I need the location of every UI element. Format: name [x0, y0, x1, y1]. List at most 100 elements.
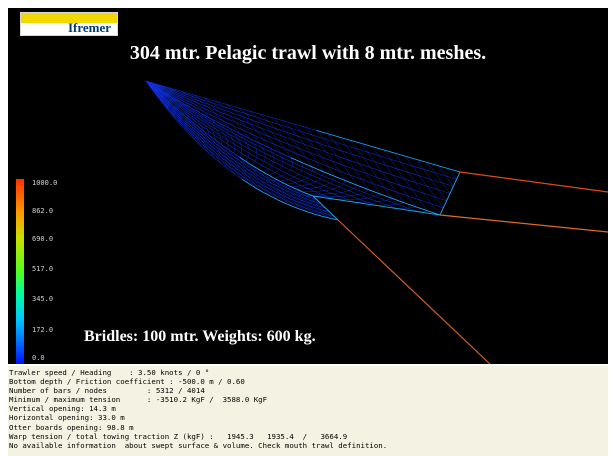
mesh-bar	[385, 164, 398, 170]
mesh-bar	[320, 193, 328, 198]
mesh-bar	[282, 161, 293, 167]
mesh-bar	[291, 186, 300, 194]
mesh-bar	[214, 135, 222, 141]
mesh-bar	[249, 152, 257, 158]
mesh-bar	[438, 189, 447, 201]
mesh-bar	[256, 152, 266, 158]
mesh-bar	[370, 167, 382, 172]
mesh-bar	[180, 109, 188, 116]
warp-cable-lower	[337, 219, 491, 364]
mesh-bar	[184, 108, 193, 115]
mesh-bar	[367, 197, 379, 202]
mesh-bar	[262, 191, 271, 197]
mesh-bar	[220, 108, 229, 116]
mesh-bar	[302, 166, 313, 172]
mesh-bar	[431, 203, 444, 209]
mesh-bar	[423, 168, 435, 173]
mesh-bar	[239, 160, 247, 166]
mesh-bar	[309, 183, 318, 188]
mesh-bar	[254, 180, 263, 189]
mesh-bar	[296, 194, 306, 203]
mesh-bar	[303, 143, 311, 154]
mesh-bar	[281, 165, 291, 171]
mesh-bar	[438, 165, 450, 170]
mesh-bar	[441, 182, 454, 187]
mesh-bar	[259, 143, 271, 149]
mesh-bar	[225, 117, 233, 126]
mesh-bar	[247, 172, 254, 177]
mesh-bar	[253, 120, 261, 129]
mesh-bar	[312, 170, 323, 176]
mesh-bar	[273, 161, 283, 167]
mesh-bar	[256, 117, 269, 122]
mesh-bar	[327, 133, 335, 143]
mesh-bar	[434, 172, 443, 184]
mesh-bar	[246, 168, 254, 173]
info-line: Number of bars / nodes : 5312 / 4014	[9, 386, 205, 396]
mesh-bar	[381, 171, 389, 182]
mesh-bar	[347, 159, 360, 164]
rig-caption: Bridles: 100 mtr. Weights: 600 kg.	[84, 328, 316, 345]
mesh-bar	[249, 138, 260, 144]
mesh-bar	[239, 133, 250, 139]
mesh-bar	[195, 132, 203, 142]
mesh-bar	[163, 103, 171, 113]
mesh-bar	[247, 175, 255, 181]
mesh-bar	[253, 134, 264, 140]
mesh-bar	[305, 195, 316, 203]
mesh-bar	[318, 205, 330, 213]
mesh-bar	[219, 134, 222, 140]
mesh-bar	[225, 128, 230, 135]
mesh-bar	[237, 107, 247, 114]
mesh-bar	[190, 124, 197, 134]
mesh-bar	[203, 97, 213, 104]
mesh-bar	[332, 160, 344, 166]
mesh-bar	[341, 150, 349, 160]
tension-scale-label: 345.0	[32, 295, 54, 303]
mesh-bar	[178, 110, 185, 118]
mesh-bar	[221, 157, 229, 163]
mesh-bar	[374, 161, 382, 172]
trawl-3d-viewport[interactable]: Ifremer 304 mtr. Pelagic trawl with 8 mt…	[8, 8, 608, 364]
mesh-bar	[203, 130, 210, 136]
mesh-bar	[201, 99, 211, 106]
mesh-bar	[234, 160, 241, 169]
mesh-bar	[329, 182, 340, 188]
mesh-bar	[434, 172, 446, 177]
mesh-bar	[411, 188, 424, 194]
mesh-bar	[168, 97, 176, 105]
mesh-bar	[163, 91, 172, 98]
mesh-bar	[407, 206, 416, 209]
mesh-bar	[245, 160, 252, 166]
mesh-bar	[372, 146, 380, 156]
mesh-bar	[308, 139, 315, 149]
mesh-bar	[232, 139, 241, 145]
mesh-bar	[390, 158, 402, 163]
tension-scale-label: 1000.0	[32, 179, 58, 187]
mesh-bar	[319, 178, 330, 184]
mesh-bar	[322, 209, 334, 217]
mesh-bar	[374, 193, 381, 197]
mesh-bar	[216, 129, 225, 135]
mesh-bar	[270, 179, 279, 187]
mesh-bar	[276, 182, 283, 186]
mesh-bar	[297, 135, 309, 140]
mesh-bar	[186, 98, 196, 105]
mesh-bar	[327, 166, 340, 172]
mesh-bar	[162, 91, 171, 98]
mesh-bar	[227, 144, 235, 150]
mesh-bar	[312, 166, 324, 173]
mesh-bar	[256, 117, 265, 125]
mesh-bar	[249, 138, 254, 144]
mesh-bar	[175, 103, 181, 110]
mesh-bar	[221, 154, 229, 160]
tension-scale-label: 690.0	[32, 235, 54, 243]
mesh-bar	[248, 148, 258, 154]
mesh-bar	[271, 165, 280, 170]
mesh-bar	[358, 163, 367, 174]
mesh-bar	[218, 111, 226, 119]
warp-cable-middle	[439, 214, 608, 233]
mesh-bar	[274, 175, 282, 179]
mesh-bar	[354, 169, 367, 174]
mesh-bar	[319, 143, 331, 148]
